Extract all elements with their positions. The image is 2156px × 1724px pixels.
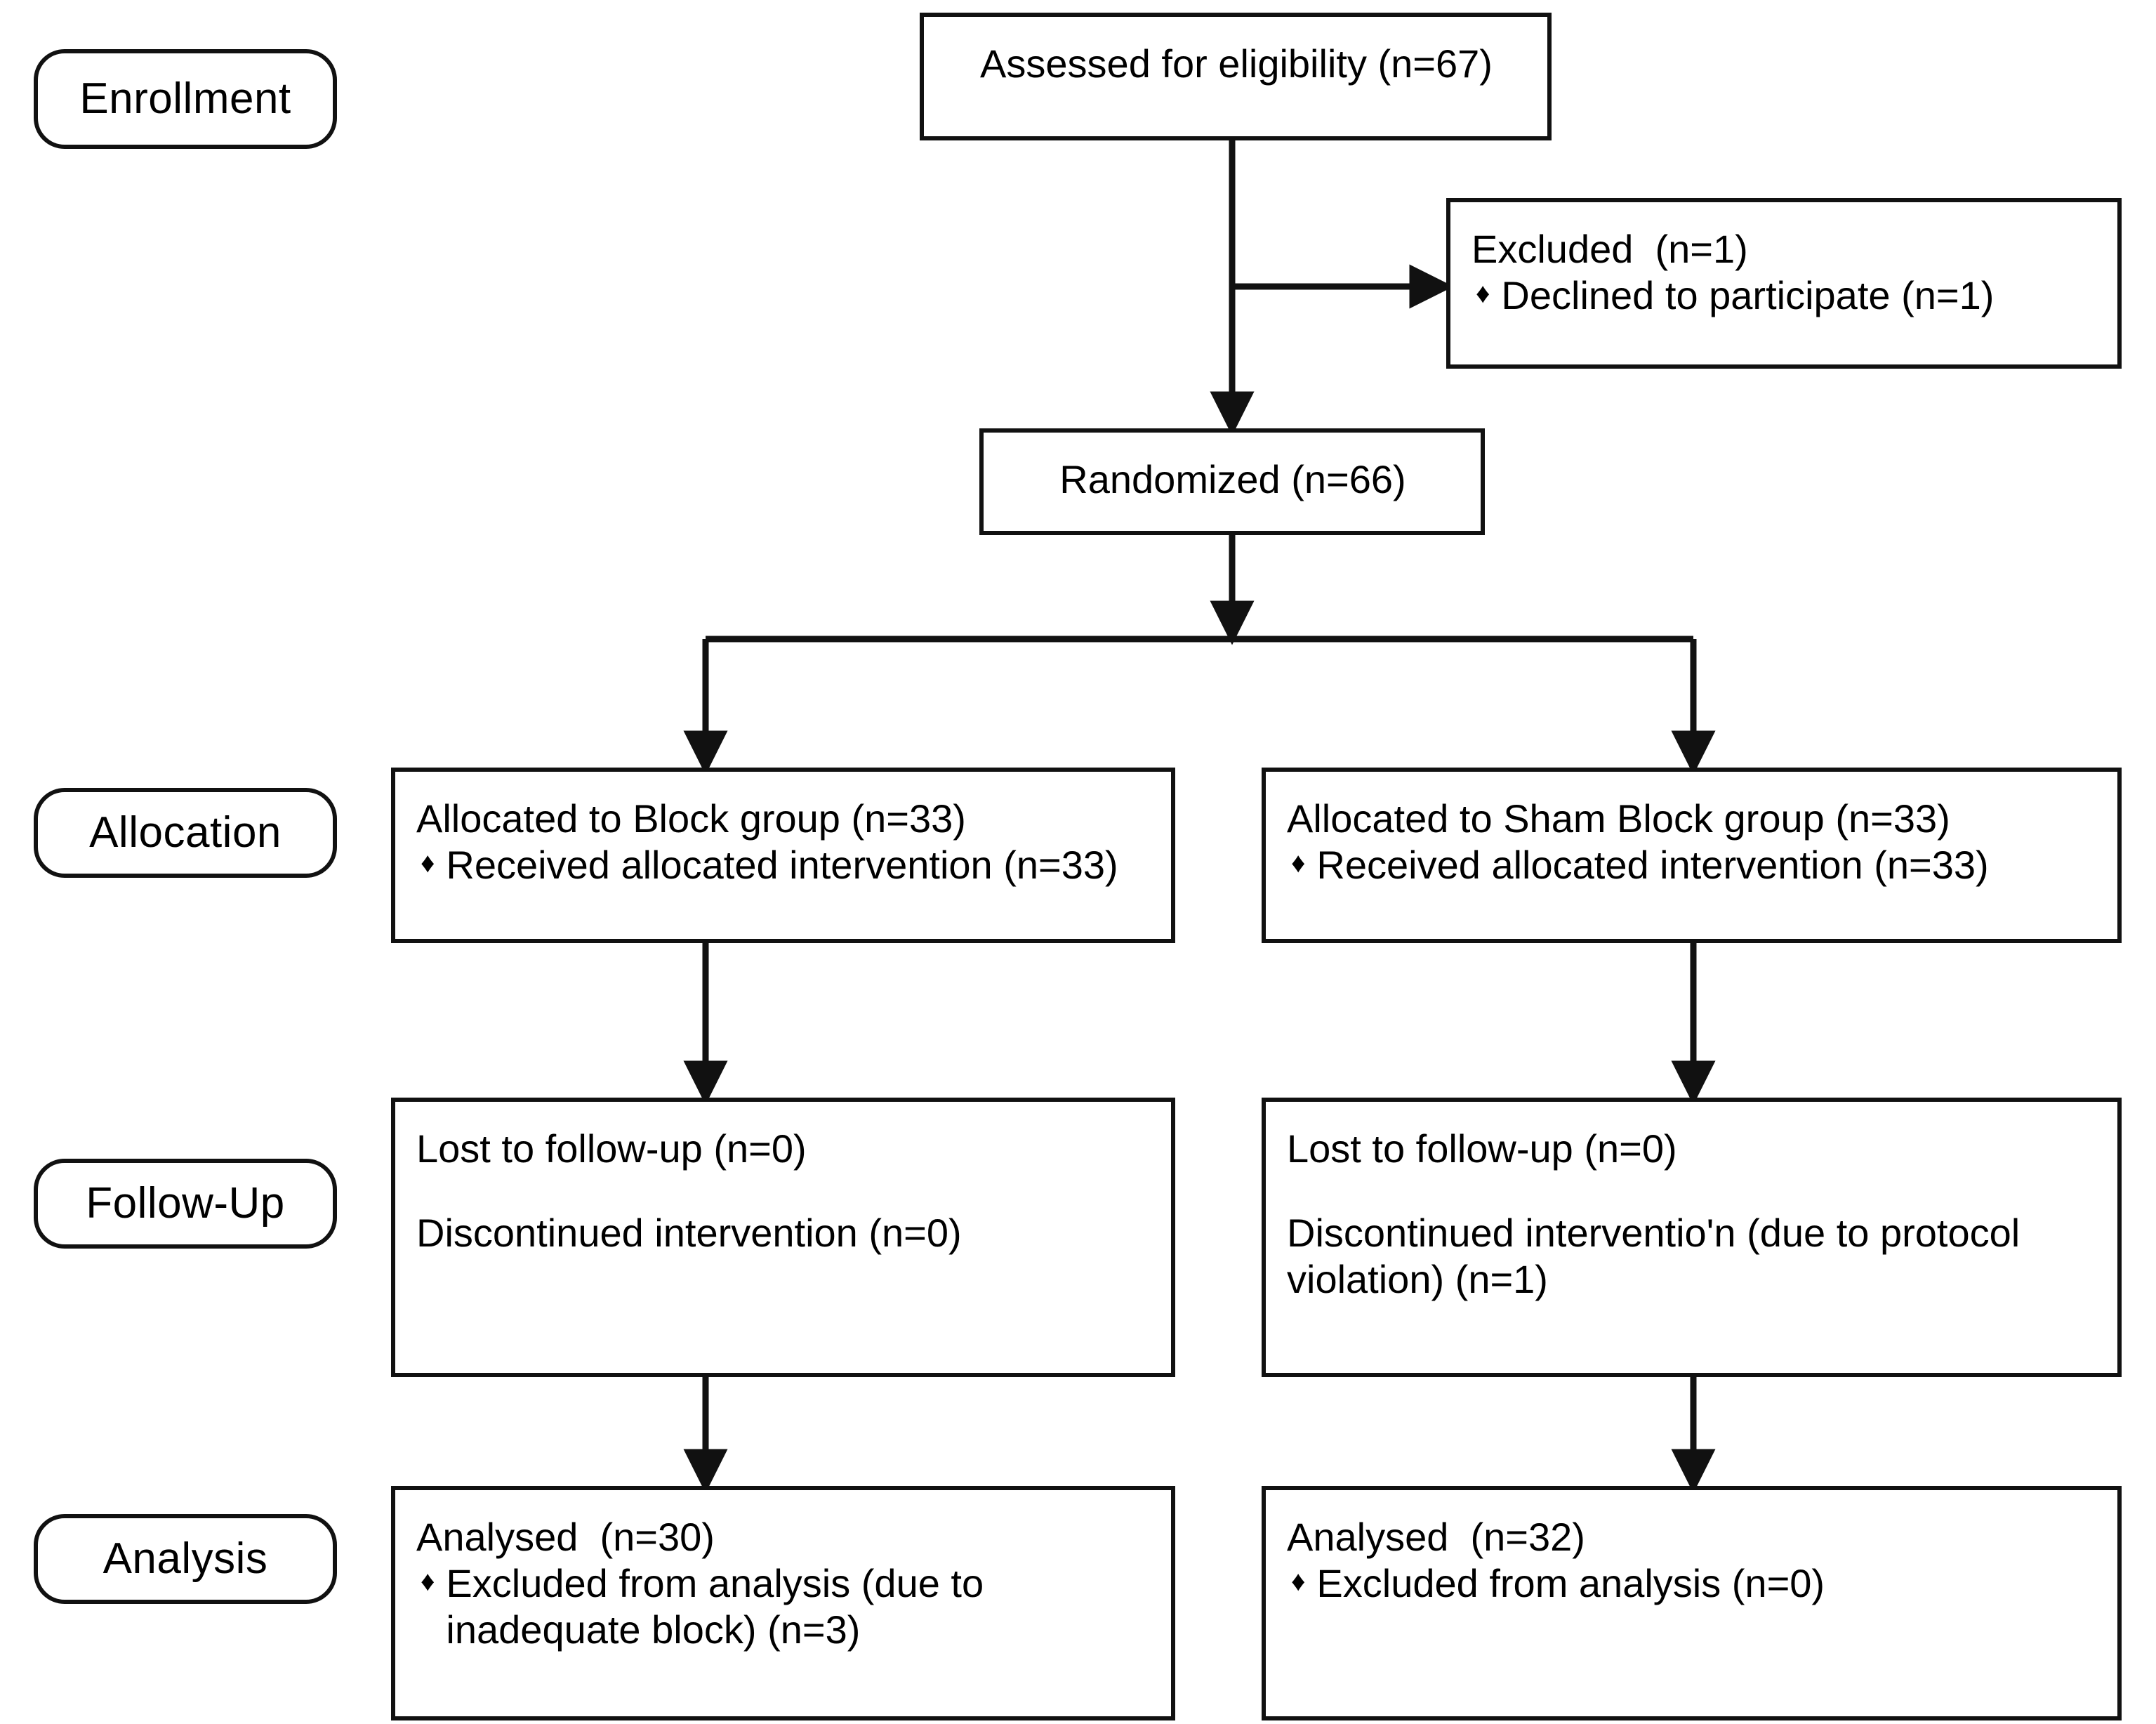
node-allocation-block-group-bullet-1-text: Received allocated intervention (n=33) [446,843,1118,888]
node-assessed-for-eligibility-line: Assessed for eligibility (n=67) [980,41,1493,86]
diamond-bullet-icon: ♦ [421,848,435,879]
stage-label-enrollment: Enrollment [34,49,337,149]
node-excluded-body: Excluded (n=1) ♦ Declined to participate… [1450,202,2117,333]
node-followup-block-group: Lost to follow-up (n=0) Discontinued int… [391,1098,1175,1377]
node-allocation-sham-block-group: Allocated to Sham Block group (n=33) ♦ R… [1262,768,2122,943]
spacer [416,1172,1151,1210]
node-analysis-block-group-heading: Analysed (n=30) [416,1515,715,1559]
node-followup-sham-block-group-line-1: Lost to follow-up (n=0) [1287,1126,1677,1171]
node-analysis-sham-block-group: Analysed (n=32) ♦ Excluded from analysis… [1262,1486,2122,1720]
stage-label-analysis-text: Analysis [102,1534,268,1583]
node-followup-block-group-body: Lost to follow-up (n=0) Discontinued int… [395,1102,1171,1270]
node-followup-sham-block-group-body: Lost to follow-up (n=0) Discontinued int… [1266,1102,2117,1317]
node-analysis-sham-block-group-body: Analysed (n=32) ♦ Excluded from analysis… [1266,1490,2117,1621]
node-allocation-block-group-bullet-1: ♦ Received allocated intervention (n=33) [416,842,1151,888]
node-analysis-sham-block-group-bullet-1-text: Excluded from analysis (n=0) [1316,1561,1825,1606]
node-allocation-sham-block-group-body: Allocated to Sham Block group (n=33) ♦ R… [1266,772,2117,902]
node-randomized: Randomized (n=66) [979,428,1485,535]
node-excluded-heading: Excluded (n=1) [1471,227,1748,271]
node-followup-block-group-line-1: Lost to follow-up (n=0) [416,1126,807,1171]
node-assessed-for-eligibility-body: Assessed for eligibility (n=67) [924,17,1547,101]
diamond-bullet-icon: ♦ [1291,848,1306,879]
node-followup-block-group-line-2: Discontinued intervention (n=0) [416,1211,962,1256]
node-excluded-bullet-1: ♦ Declined to participate (n=1) [1471,272,2098,319]
node-analysis-block-group-body: Analysed (n=30) ♦ Excluded from analysis… [395,1490,1171,1667]
node-randomized-line: Randomized (n=66) [1059,457,1406,501]
node-analysis-block-group-bullet-1-text: Excluded from analysis (due to inadequat… [446,1561,984,1652]
node-analysis-block-group-bullet-1: ♦ Excluded from analysis (due to inadequ… [416,1560,1151,1653]
node-followup-sham-block-group-line-2: Discontinued interventio'n (due to proto… [1287,1211,2031,1302]
node-randomized-body: Randomized (n=66) [984,433,1481,517]
node-analysis-block-group: Analysed (n=30) ♦ Excluded from analysis… [391,1486,1175,1720]
node-followup-sham-block-group: Lost to follow-up (n=0) Discontinued int… [1262,1098,2122,1377]
spacer [1287,1172,2098,1210]
stage-label-allocation-text: Allocation [89,808,282,857]
node-allocation-block-group: Allocated to Block group (n=33) ♦ Receiv… [391,768,1175,943]
stage-label-allocation: Allocation [34,788,337,878]
stage-label-follow-up-text: Follow-Up [86,1179,285,1228]
diamond-bullet-icon: ♦ [1291,1566,1306,1598]
node-assessed-for-eligibility: Assessed for eligibility (n=67) [920,13,1552,140]
stage-label-follow-up: Follow-Up [34,1159,337,1249]
diamond-bullet-icon: ♦ [421,1566,435,1598]
node-allocation-sham-block-group-bullet-1: ♦ Received allocated intervention (n=33) [1287,842,2098,888]
node-allocation-sham-block-group-bullet-1-text: Received allocated intervention (n=33) [1316,843,1989,888]
stage-label-enrollment-text: Enrollment [79,74,291,123]
node-allocation-sham-block-group-heading: Allocated to Sham Block group (n=33) [1287,796,1950,841]
node-excluded-bullet-1-text: Declined to participate (n=1) [1501,273,1995,318]
node-allocation-block-group-heading: Allocated to Block group (n=33) [416,796,966,841]
node-excluded: Excluded (n=1) ♦ Declined to participate… [1446,198,2122,369]
stage-label-analysis: Analysis [34,1514,337,1604]
diamond-bullet-icon: ♦ [1476,278,1490,310]
node-analysis-sham-block-group-heading: Analysed (n=32) [1287,1515,1585,1559]
node-analysis-sham-block-group-bullet-1: ♦ Excluded from analysis (n=0) [1287,1560,2098,1607]
node-allocation-block-group-body: Allocated to Block group (n=33) ♦ Receiv… [395,772,1171,902]
